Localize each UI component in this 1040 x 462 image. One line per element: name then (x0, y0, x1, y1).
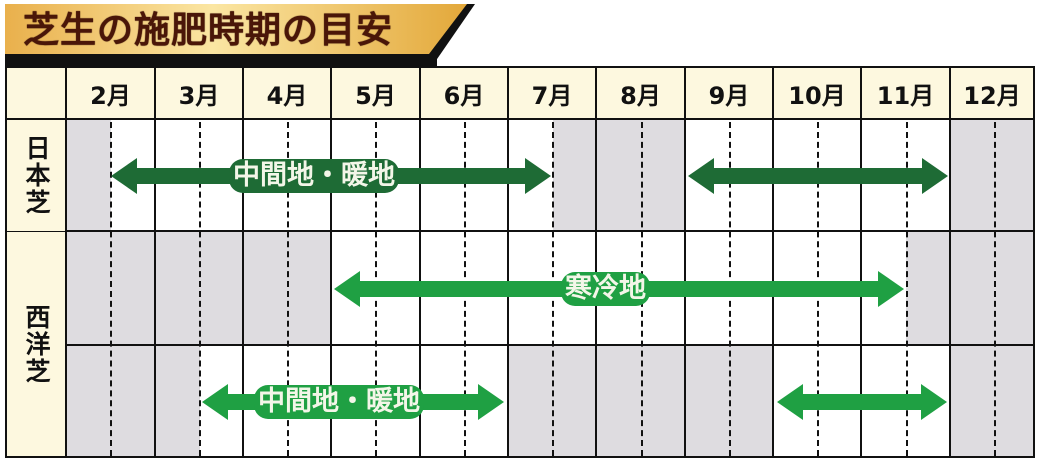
double-arrow-icon (688, 158, 948, 194)
month-column (67, 120, 156, 456)
month-header: 7月 (509, 68, 597, 120)
month-header: 4月 (244, 68, 332, 120)
month-header: 5月 (332, 68, 421, 120)
title-banner: 芝生の施肥時期の目安 (5, 4, 475, 62)
banner-underline (5, 54, 437, 67)
month-column (244, 120, 332, 456)
row-label-western-grass: 西洋芝 (7, 232, 67, 456)
month-header: 3月 (156, 68, 244, 120)
period-arrow-japanese-autumn (688, 156, 948, 196)
month-header: 12月 (951, 68, 1033, 120)
mid-month-divider (906, 122, 908, 456)
banner-shape (5, 4, 475, 62)
period-arrow-japanese-warm: 中間地・暖地 (111, 156, 551, 196)
corner-cell (7, 68, 67, 120)
row-label-japanese-grass: 日本芝 (7, 120, 67, 231)
shaded-period (951, 346, 1033, 456)
mid-month-divider (110, 122, 112, 456)
row-divider (7, 230, 1033, 232)
period-label: 中間地・暖地 (229, 159, 399, 193)
month-column (156, 120, 244, 456)
mid-month-divider (287, 122, 289, 456)
month-column (862, 120, 951, 456)
shaded-period (67, 120, 111, 232)
fertilizing-schedule-table: 2月 3月 4月 5月 6月 7月 8月 9月 10月 11月 12月 日本芝 … (5, 66, 1035, 458)
row-divider (67, 344, 1033, 346)
mid-month-divider (994, 122, 996, 456)
mid-month-divider (199, 122, 201, 456)
shaded-period (67, 346, 200, 456)
month-header: 10月 (774, 68, 862, 120)
period-label: 寒冷地 (561, 272, 650, 306)
double-arrow-icon (777, 384, 947, 420)
period-arrow-western-autumn (777, 383, 947, 421)
month-header: 11月 (862, 68, 951, 120)
period-arrow-western-cold: 寒冷地 (334, 270, 904, 308)
month-header: 8月 (597, 68, 686, 120)
shaded-period (553, 120, 686, 232)
month-header: 9月 (686, 68, 774, 120)
shaded-period (951, 120, 1033, 232)
period-arrow-western-warm: 中間地・暖地 (202, 383, 504, 421)
month-header: 2月 (67, 68, 156, 120)
shaded-period (906, 232, 1033, 346)
period-label: 中間地・暖地 (254, 385, 424, 419)
page-title: 芝生の施肥時期の目安 (23, 9, 394, 51)
month-header: 6月 (421, 68, 509, 120)
